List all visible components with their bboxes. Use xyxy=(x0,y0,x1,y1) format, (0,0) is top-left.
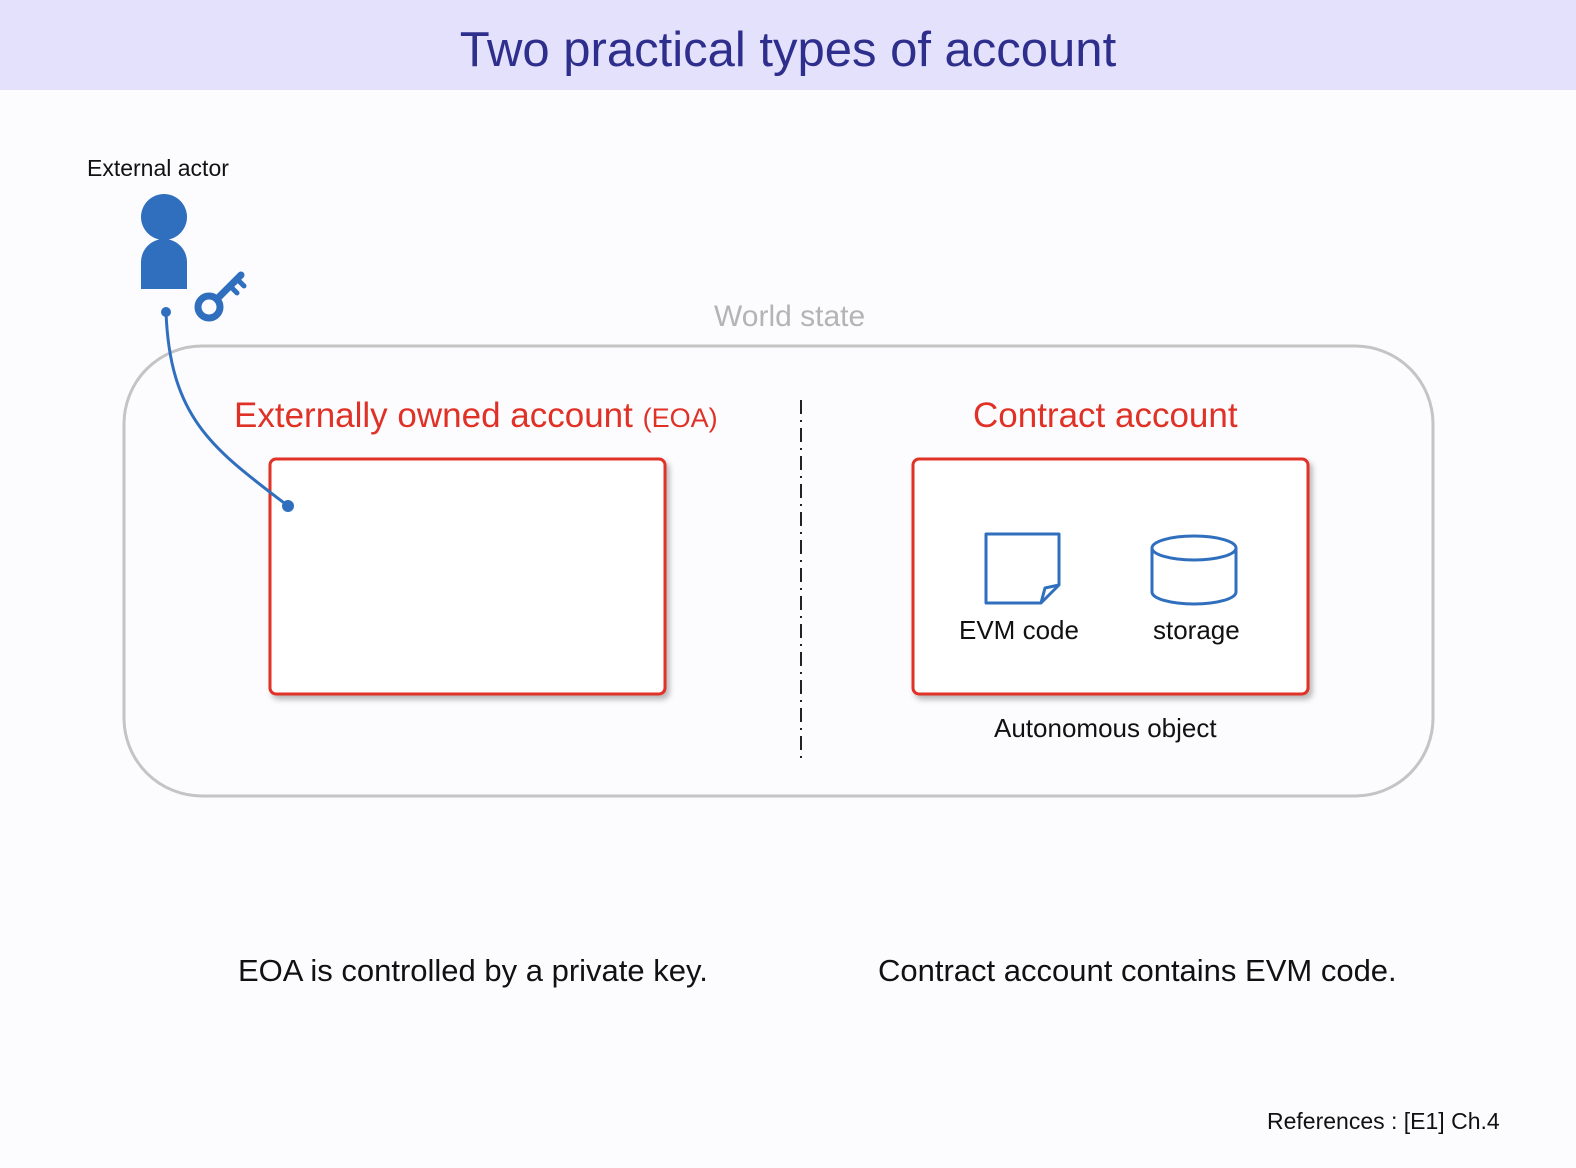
contract-box xyxy=(911,457,1310,696)
actor-connector xyxy=(161,307,294,512)
external-actor-label: External actor xyxy=(87,155,229,181)
title-bar xyxy=(0,0,1576,90)
eoa-title: Externally owned account (EOA) xyxy=(234,398,718,433)
evm-code-label: EVM code xyxy=(959,615,1079,645)
world-state-container xyxy=(122,344,1435,798)
page-title: Two practical types of account xyxy=(459,23,1117,77)
eoa-title-suffix: (EOA) xyxy=(642,403,718,433)
eoa-box xyxy=(268,457,667,696)
contract-title: Contract account xyxy=(973,396,1238,435)
document-icon xyxy=(984,532,1061,605)
storage-label: storage xyxy=(1153,615,1240,645)
eoa-caption: EOA is controlled by a private key. xyxy=(238,953,708,988)
person-icon xyxy=(141,194,187,289)
references-note: References : [E1] Ch.4 xyxy=(1267,1108,1500,1134)
autonomous-object-label: Autonomous object xyxy=(994,713,1217,743)
contract-caption: Contract account contains EVM code. xyxy=(878,953,1397,988)
database-icon xyxy=(1150,534,1238,606)
key-icon xyxy=(194,271,247,322)
eoa-title-main: Externally owned account xyxy=(234,396,633,435)
world-state-label: World state xyxy=(714,300,866,333)
